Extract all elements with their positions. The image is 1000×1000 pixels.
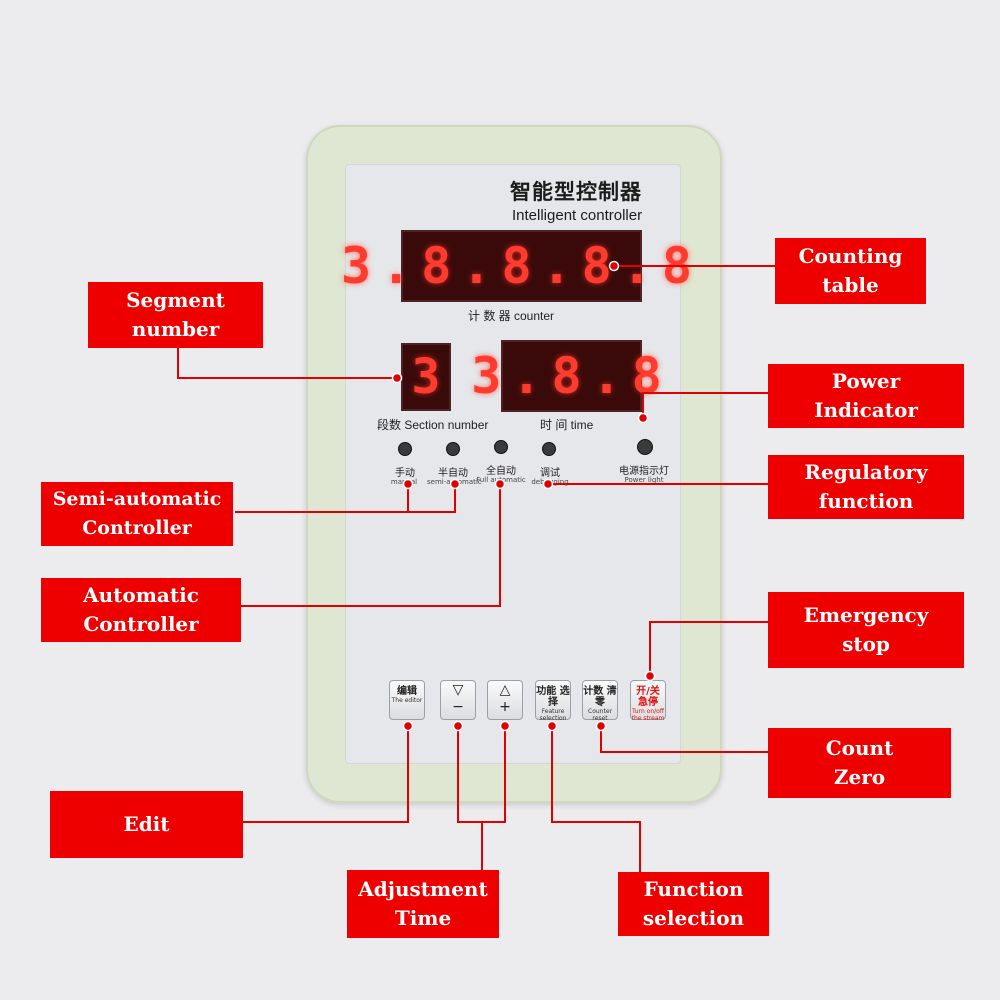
controller-title-en: Intelligent controller [512, 207, 643, 224]
triangle-down-icon: ▽ [452, 682, 464, 698]
increase-button[interactable]: △ + [487, 680, 523, 720]
callout-edit: Edit [50, 791, 243, 858]
counter-label: 计 数 器 counter [468, 309, 555, 323]
feature-selection-sub: Feature selection [539, 708, 567, 722]
triangle-up-icon: △ [499, 682, 511, 698]
debugging-indicator-label: 调试 [540, 468, 560, 479]
counter-display: 3.8.8.8.8 [341, 230, 692, 302]
counter-reset-sub: Counter reset [588, 708, 612, 722]
edit-button-label: 编辑 [397, 686, 417, 697]
minus-icon: − [452, 699, 464, 715]
manual-indicator-label: 手动 [395, 468, 415, 479]
feature-selection-label: 功能 选择 [536, 686, 570, 708]
manual-indicator-sub: manual [390, 478, 418, 486]
debugging-indicator-sub: debugging [531, 478, 569, 486]
feature-selection-button[interactable]: 功能 选择 Feature selection [535, 680, 571, 722]
manual-indicator-light [398, 442, 412, 456]
controller-title-cn: 智能型控制器 [510, 179, 642, 204]
emergency-stop-sub: Turn on/off the stream [631, 708, 665, 722]
emergency-stop-label: 开/关 急停 [636, 686, 660, 708]
decrease-button[interactable]: ▽ − [440, 680, 476, 720]
automatic-indicator-light [494, 440, 508, 454]
edit-button[interactable]: 编辑 The editor [389, 680, 425, 720]
time-display: 3.8.8 [471, 340, 662, 412]
power-indicator-label: 电源指示灯 [619, 466, 669, 477]
section-number-display: 3 [401, 343, 451, 411]
section-number-label: 段数 Section number [377, 418, 489, 432]
automatic-indicator-label: 全自动 [486, 466, 516, 477]
debugging-indicator-light [542, 442, 556, 456]
power-indicator-light [637, 439, 653, 455]
automatic-indicator-sub: Full automatic [476, 476, 526, 484]
power-indicator-sub: Power light [624, 476, 664, 484]
time-label: 时 间 time [540, 418, 594, 432]
plus-icon: + [499, 699, 511, 715]
semi-automatic-indicator-label: 半自动 [438, 468, 468, 479]
counter-reset-label: 计数 清零 [583, 686, 617, 708]
semi-automatic-indicator-sub: semi-automatic [427, 478, 482, 486]
counter-reset-button[interactable]: 计数 清零 Counter reset [582, 680, 618, 722]
emergency-stop-button[interactable]: 开/关 急停 Turn on/off the stream [630, 680, 666, 722]
edit-button-sub: The editor [391, 697, 423, 704]
semi-automatic-indicator-light [446, 442, 460, 456]
